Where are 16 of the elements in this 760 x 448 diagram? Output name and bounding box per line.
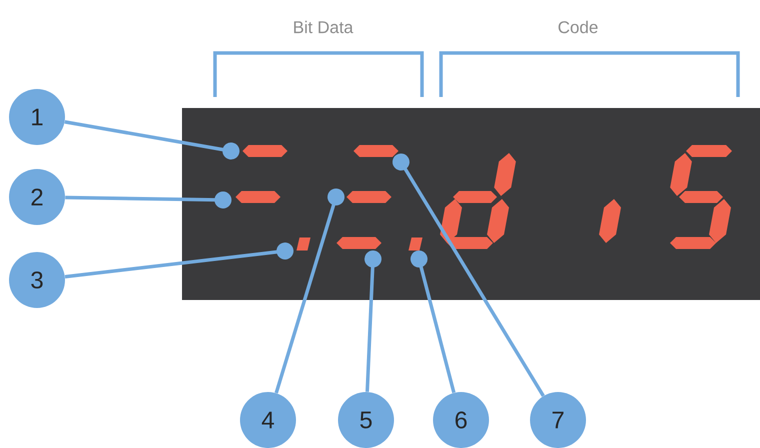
bracket-label: Bit Data (294, 20, 354, 34)
display-segment (336, 237, 382, 249)
leader-line (392, 154, 545, 397)
display-segment (346, 191, 392, 203)
leader-line (410, 250, 456, 394)
leader-line (364, 250, 382, 392)
display-segment (242, 145, 288, 157)
leader-line (65, 192, 232, 208)
display-segment (296, 238, 310, 250)
display-segment (354, 145, 398, 157)
display-segment (408, 238, 422, 250)
display-segment (236, 191, 280, 203)
leader-line (274, 188, 344, 394)
leader-line (64, 242, 294, 278)
bracket-label: Code (558, 20, 598, 34)
leader-line (64, 120, 240, 160)
